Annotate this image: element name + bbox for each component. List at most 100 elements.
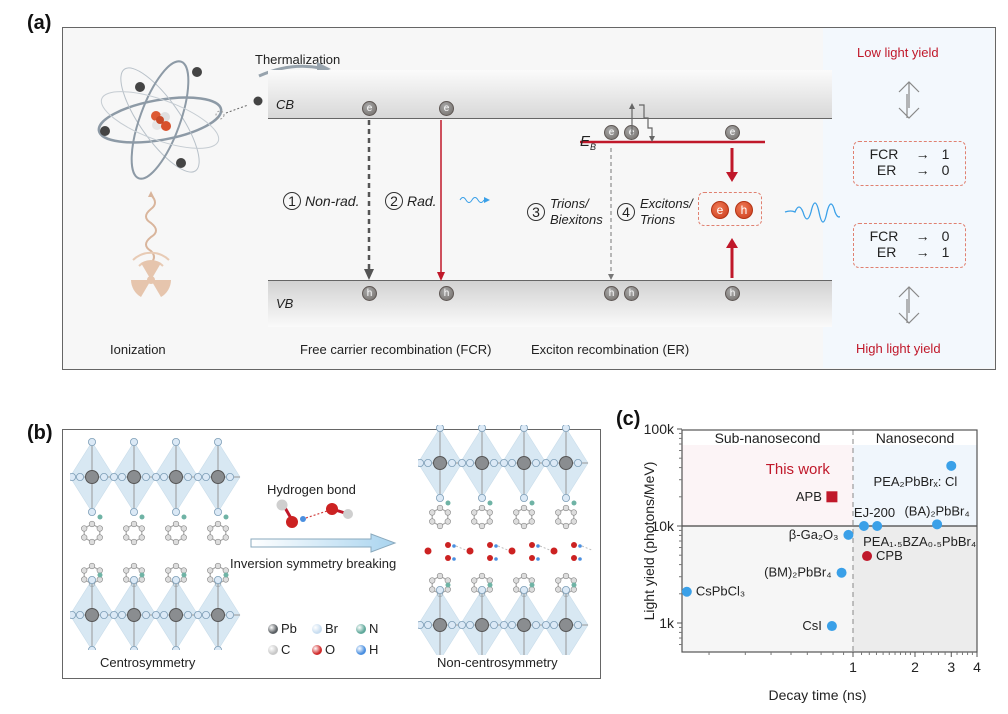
br-atom	[110, 473, 119, 482]
octahedron	[458, 425, 505, 506]
br-atom	[172, 438, 181, 446]
c-atom	[471, 586, 478, 593]
x-axis-label: Decay time (ns)	[768, 687, 866, 703]
n-atom	[571, 582, 577, 588]
noncentrosymmetric-structure	[418, 425, 593, 655]
br-atom	[561, 494, 570, 503]
br-atom	[466, 459, 475, 468]
c-atom	[81, 576, 88, 583]
br-atom	[447, 620, 456, 629]
br-atom	[87, 575, 96, 584]
br-atom	[194, 473, 203, 482]
pb-atom	[85, 470, 99, 484]
br-atom	[532, 620, 541, 629]
br-atom	[562, 425, 570, 432]
c-atom	[429, 509, 436, 516]
br-atom	[160, 610, 169, 619]
c-atom	[172, 538, 180, 546]
c-atom	[555, 577, 562, 584]
data-point-8	[932, 519, 943, 530]
c-atom	[471, 518, 478, 525]
hole-2: h	[439, 286, 454, 301]
c-atom	[165, 534, 172, 541]
c-atom	[172, 562, 180, 570]
octahedron	[500, 582, 547, 655]
hydrogen-bond-icon	[276, 499, 353, 528]
c-atom	[436, 522, 444, 530]
br-atom	[184, 473, 193, 482]
octahedron	[418, 582, 463, 655]
fcr-caption: Free carrier recombination (FCR)	[300, 342, 492, 357]
process-4-number: 4	[617, 203, 635, 221]
n-atom	[487, 500, 493, 506]
c-atom	[570, 518, 577, 525]
c-atom	[478, 572, 486, 580]
pb-atom	[211, 608, 225, 622]
br-atom	[110, 610, 119, 619]
octahedron	[500, 425, 547, 506]
br-atom	[435, 585, 444, 594]
legend-item-c: C	[268, 642, 312, 657]
box1-fcr-arrow: →	[915, 146, 930, 162]
n-atom	[529, 500, 535, 506]
legend-label: Br	[325, 621, 338, 636]
data-label-6: PEA₁.₅BZA₀.₅PbBr₄	[863, 534, 976, 549]
centrosymmetry-caption: Centrosymmetry	[100, 655, 196, 670]
o-atom	[529, 555, 535, 561]
data-point-1	[681, 586, 692, 597]
data-label-0: APB	[796, 489, 822, 504]
c-atom	[520, 504, 528, 512]
vb-label: VB	[276, 296, 294, 311]
n-atom	[181, 572, 187, 578]
o-atom	[487, 542, 493, 548]
c-atom	[123, 525, 130, 532]
br-atom	[70, 473, 76, 481]
br-atom	[99, 473, 108, 482]
c-atom	[436, 504, 444, 512]
sub-ns-high-region	[682, 445, 853, 526]
data-label-5: EJ-200	[854, 505, 895, 520]
c-atom	[486, 518, 493, 525]
h-atom	[578, 557, 582, 561]
box1-row-fcr: FCR→1	[854, 146, 965, 162]
c-atom	[130, 562, 138, 570]
c-atom	[444, 518, 451, 525]
process-4-line2: Trions	[640, 212, 676, 227]
c-atom	[562, 522, 570, 530]
br-atom	[99, 610, 108, 619]
process-4-line1: Excitons/	[640, 196, 693, 211]
h-atom	[536, 544, 540, 548]
br-atom	[213, 438, 222, 446]
c-atom	[214, 562, 222, 570]
box2-er-value: 1	[941, 244, 950, 260]
ionization-label: Ionization	[110, 342, 166, 357]
y-tick-label: 1k	[659, 615, 675, 631]
br-atom	[70, 611, 76, 619]
cb-label: CB	[276, 97, 295, 112]
eb-symbol: E	[580, 133, 591, 150]
data-point-0	[826, 491, 838, 503]
y-tick-label: 10k	[651, 518, 675, 534]
o-atom	[529, 542, 535, 548]
ns-high-region	[853, 445, 977, 526]
c-atom	[138, 525, 145, 532]
br-atom	[490, 620, 499, 629]
c-atom	[478, 522, 486, 530]
legend-dot-icon	[356, 644, 366, 655]
process-1-number: 1	[283, 192, 301, 210]
pb-atom	[85, 608, 99, 622]
br-atom	[418, 621, 424, 629]
c-atom	[214, 538, 222, 546]
small-photon-icon	[459, 197, 485, 203]
o-atom	[487, 555, 493, 561]
octahedron	[152, 438, 199, 520]
box2-fcr-value: 0	[941, 228, 950, 244]
octahedron	[542, 582, 589, 655]
br-atom	[118, 473, 127, 482]
eb-label: EB	[580, 133, 596, 152]
c-atom	[88, 562, 96, 570]
sub-ns-low-region	[682, 526, 853, 652]
n-atom	[445, 582, 451, 588]
pb-atom	[559, 456, 573, 470]
